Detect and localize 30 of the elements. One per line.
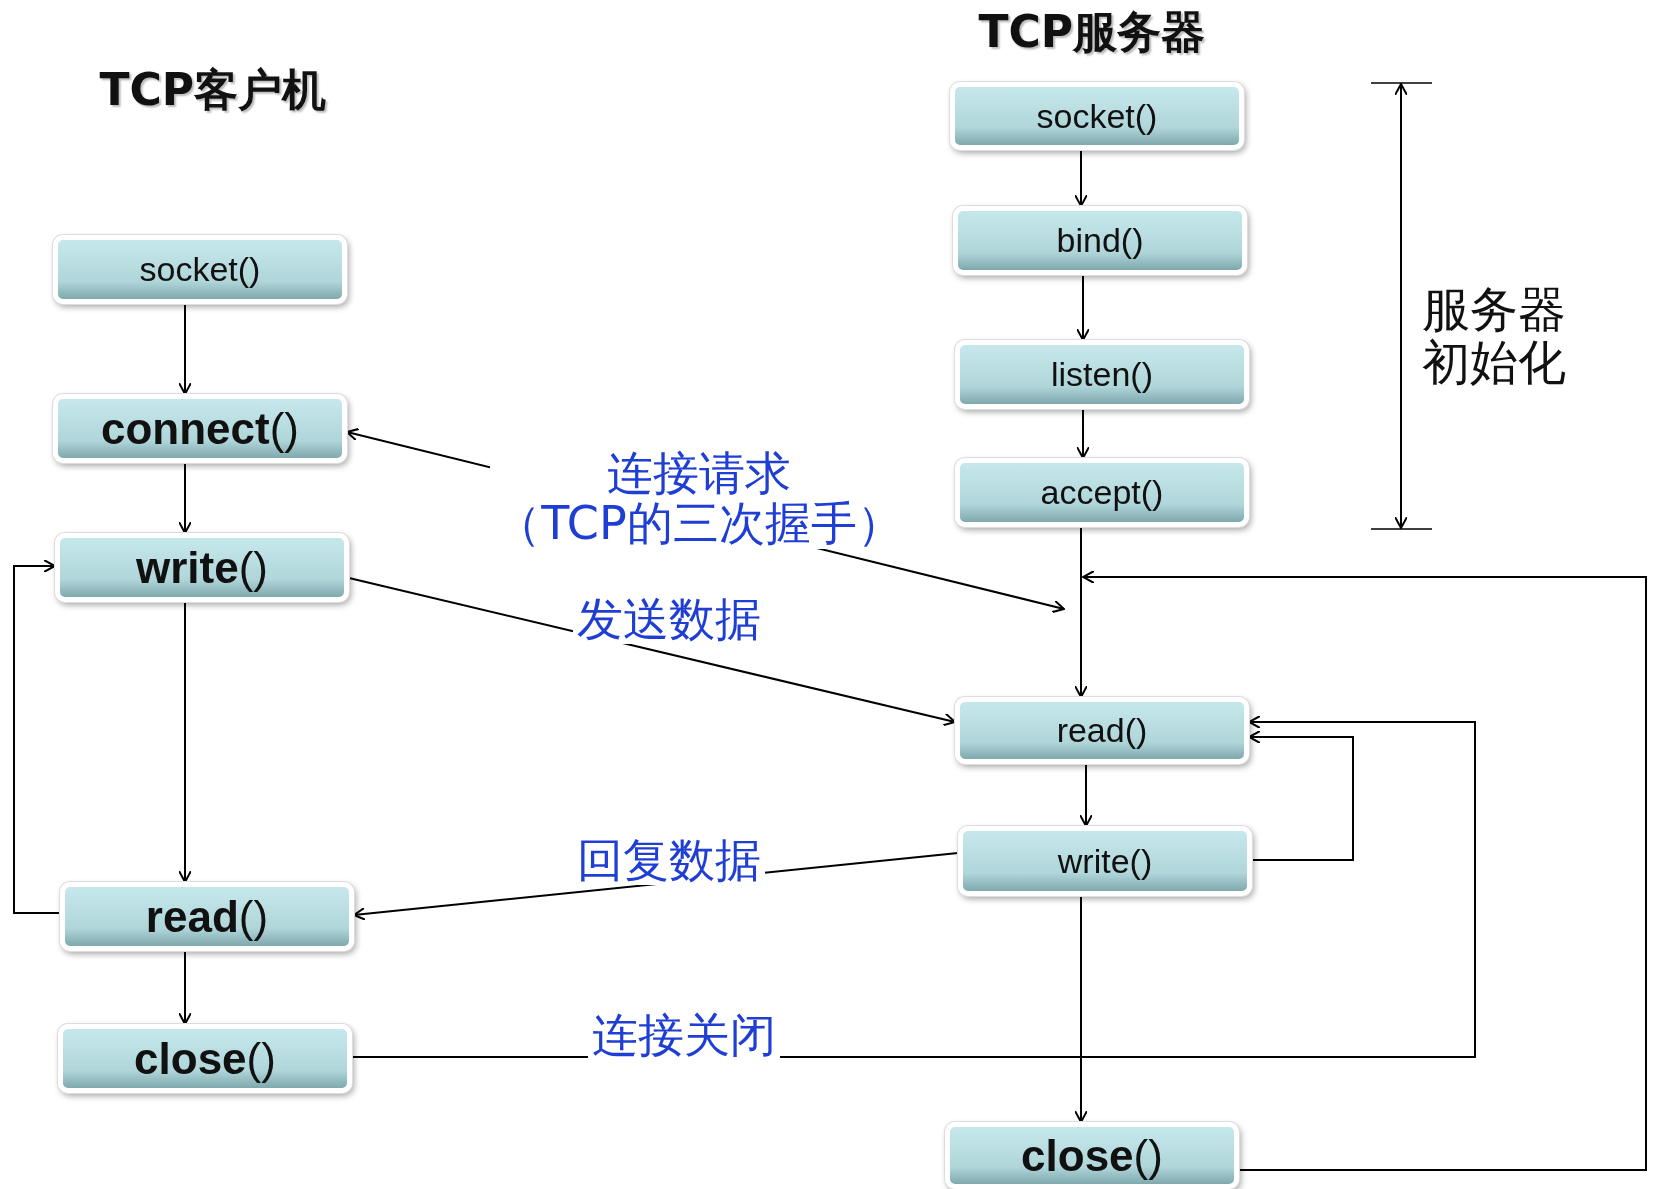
function-box: close(): [945, 1122, 1239, 1189]
function-box: write(): [55, 533, 349, 602]
arrow: [1079, 763, 1093, 827]
arrow: [178, 303, 192, 395]
column-title: TCP客户机: [99, 62, 327, 117]
arrow: [13, 559, 61, 914]
function-box: listen(): [955, 340, 1249, 409]
arrow: [1074, 149, 1088, 207]
arrow: [1082, 570, 1647, 1171]
arrow: [178, 950, 192, 1025]
arrow: [1076, 408, 1090, 459]
arrow: [351, 715, 1476, 1058]
arrow: [178, 462, 192, 534]
arrow: [348, 577, 956, 727]
arrow: [1076, 274, 1090, 341]
arrow: [1248, 730, 1354, 861]
function-box: close(): [58, 1024, 352, 1093]
arrow: [1074, 526, 1088, 698]
function-box: read(): [955, 697, 1249, 764]
function-box: bind(): [953, 206, 1247, 275]
function-box: socket(): [53, 235, 347, 304]
function-box: accept(): [955, 458, 1249, 527]
arrow: [178, 601, 192, 883]
arrow: [1074, 895, 1088, 1123]
function-box: read(): [60, 882, 354, 951]
function-box: connect(): [53, 394, 347, 463]
edge-label: 连接关闭: [588, 1009, 780, 1061]
function-box: socket(): [950, 82, 1244, 150]
function-box: write(): [958, 826, 1252, 896]
column-title: TCP服务器: [978, 4, 1206, 59]
